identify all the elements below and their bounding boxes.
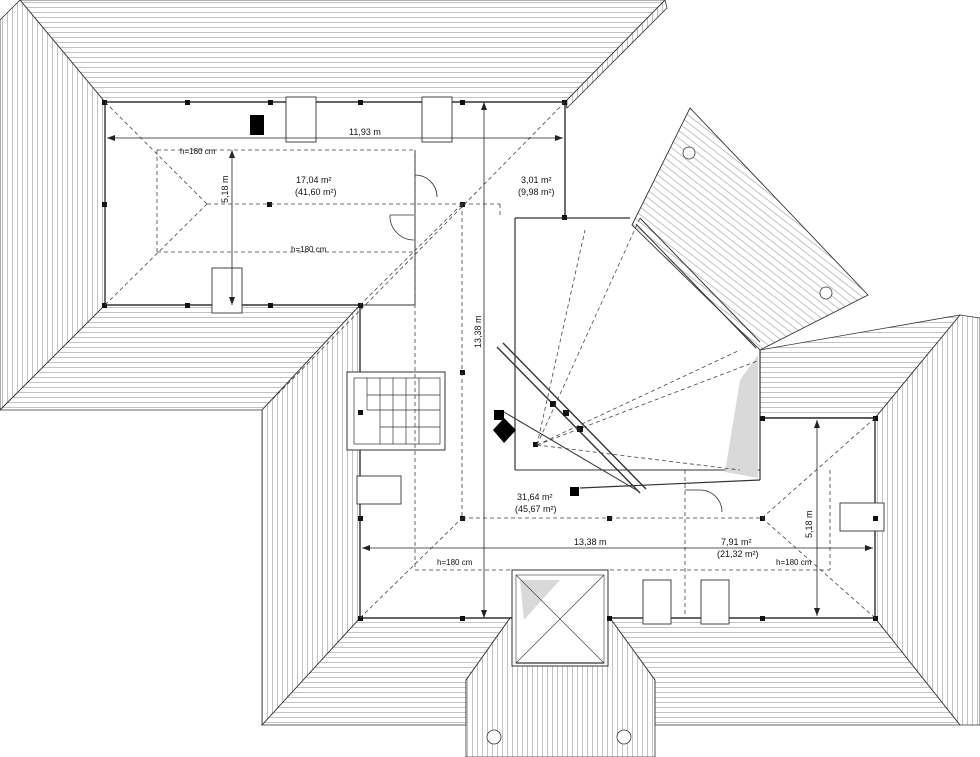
top-depth-dimension: 5,18 m bbox=[220, 175, 230, 203]
hip-lines bbox=[104, 101, 876, 619]
structural-posts bbox=[102, 100, 878, 621]
room-area-gross: (45,67 m²) bbox=[515, 504, 557, 514]
chimneys bbox=[250, 115, 579, 496]
room-area: 7,91 m² bbox=[721, 537, 752, 547]
height-note: h=180 cm bbox=[291, 245, 327, 254]
right-depth-dimension: 5,18 m bbox=[804, 510, 814, 538]
room-area-gross: (9,98 m²) bbox=[518, 187, 555, 197]
dormer-front bbox=[465, 569, 656, 757]
bottom-width-dimension: 13,38 m bbox=[574, 537, 607, 547]
dimension-arrows bbox=[107, 102, 873, 618]
height-note: h=180 cm bbox=[180, 147, 216, 156]
top-width-dimension: 11,93 m bbox=[349, 127, 381, 137]
room-area: 17,04 m² bbox=[296, 175, 332, 185]
room-area: 3,01 m² bbox=[521, 175, 552, 185]
room-area-gross: (21,32 m²) bbox=[717, 549, 759, 559]
room-area: 31,64 m² bbox=[517, 492, 553, 502]
room-area-gross: (41,60 m²) bbox=[295, 187, 337, 197]
roof-top-left bbox=[0, 0, 668, 411]
height-note: h=180 cm bbox=[776, 558, 812, 567]
dormer-diagonal bbox=[631, 107, 869, 351]
dimension-lines bbox=[107, 102, 873, 618]
staircase bbox=[346, 371, 446, 451]
roof-windows bbox=[211, 96, 885, 625]
height-note: h=180 cm bbox=[437, 558, 473, 567]
roof-bottom-right bbox=[261, 303, 980, 727]
center-length-dimension: 13,38 m bbox=[473, 315, 483, 348]
